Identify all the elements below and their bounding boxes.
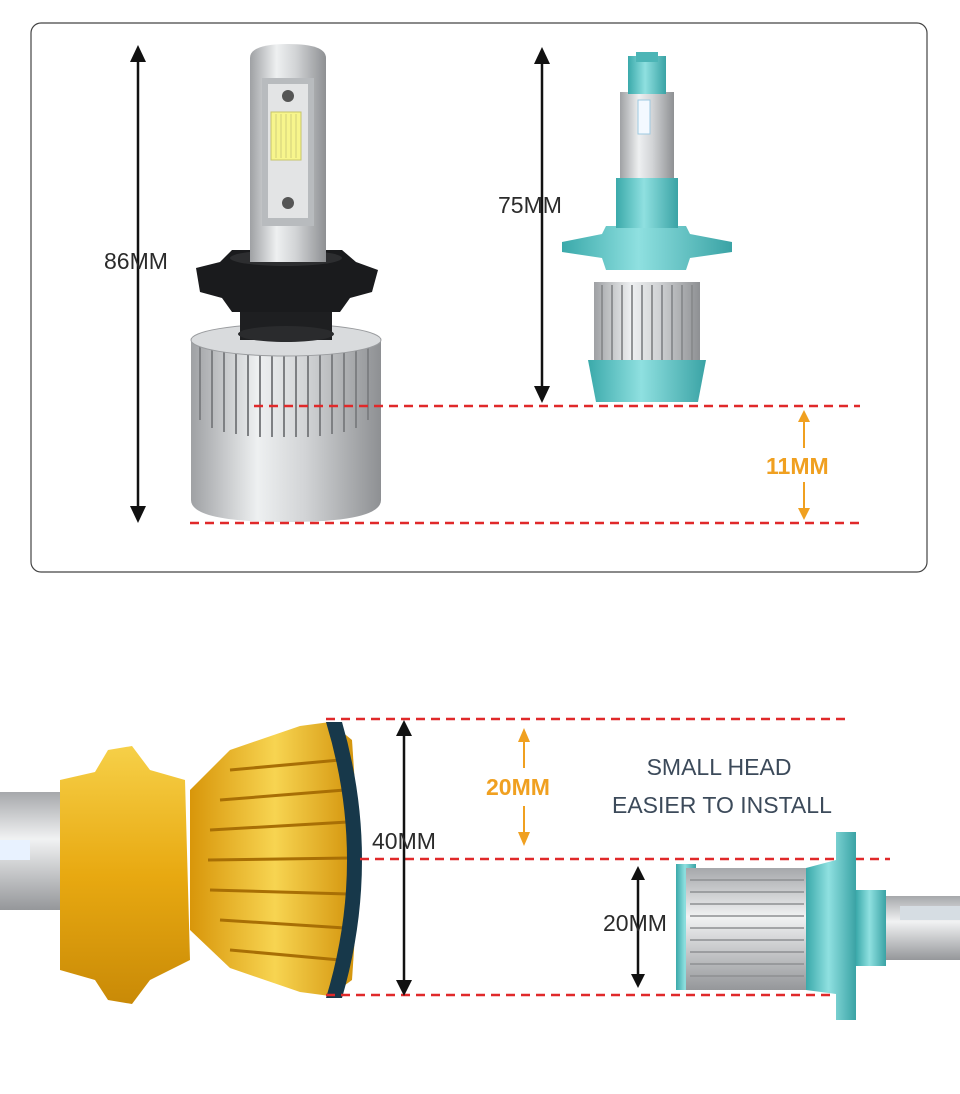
tagline-line-1: SMALL HEAD: [646, 754, 792, 780]
difference-11mm-arrow: [798, 410, 810, 520]
led-bulb-tall-image: [190, 44, 382, 522]
height-86mm-arrow: [130, 45, 146, 523]
height-75mm-label: 75MM: [498, 192, 562, 218]
height-75mm-arrow: [534, 47, 550, 403]
bottom-guide-lines: [326, 717, 890, 997]
led-bulb-small-head-image: [676, 832, 960, 1020]
diameter-20mm-label: 20MM: [603, 910, 667, 936]
diameter-20mm-arrow: [631, 866, 645, 988]
led-bulb-compact-image: [562, 52, 732, 402]
top-guide-lines: [190, 404, 860, 525]
diameter-40mm-label: 40MM: [372, 828, 436, 854]
difference-20mm-arrow: [518, 728, 530, 846]
difference-20mm-label: 20MM: [486, 774, 550, 800]
height-86mm-label: 86MM: [104, 248, 168, 274]
difference-11mm-label: 11MM: [766, 453, 829, 479]
diameter-40mm-arrow: [396, 720, 412, 996]
led-bulb-large-head-image: [0, 722, 362, 1004]
tagline-line-2: EASIER TO INSTALL: [612, 792, 832, 818]
top-comparison-panel: [30, 22, 928, 573]
